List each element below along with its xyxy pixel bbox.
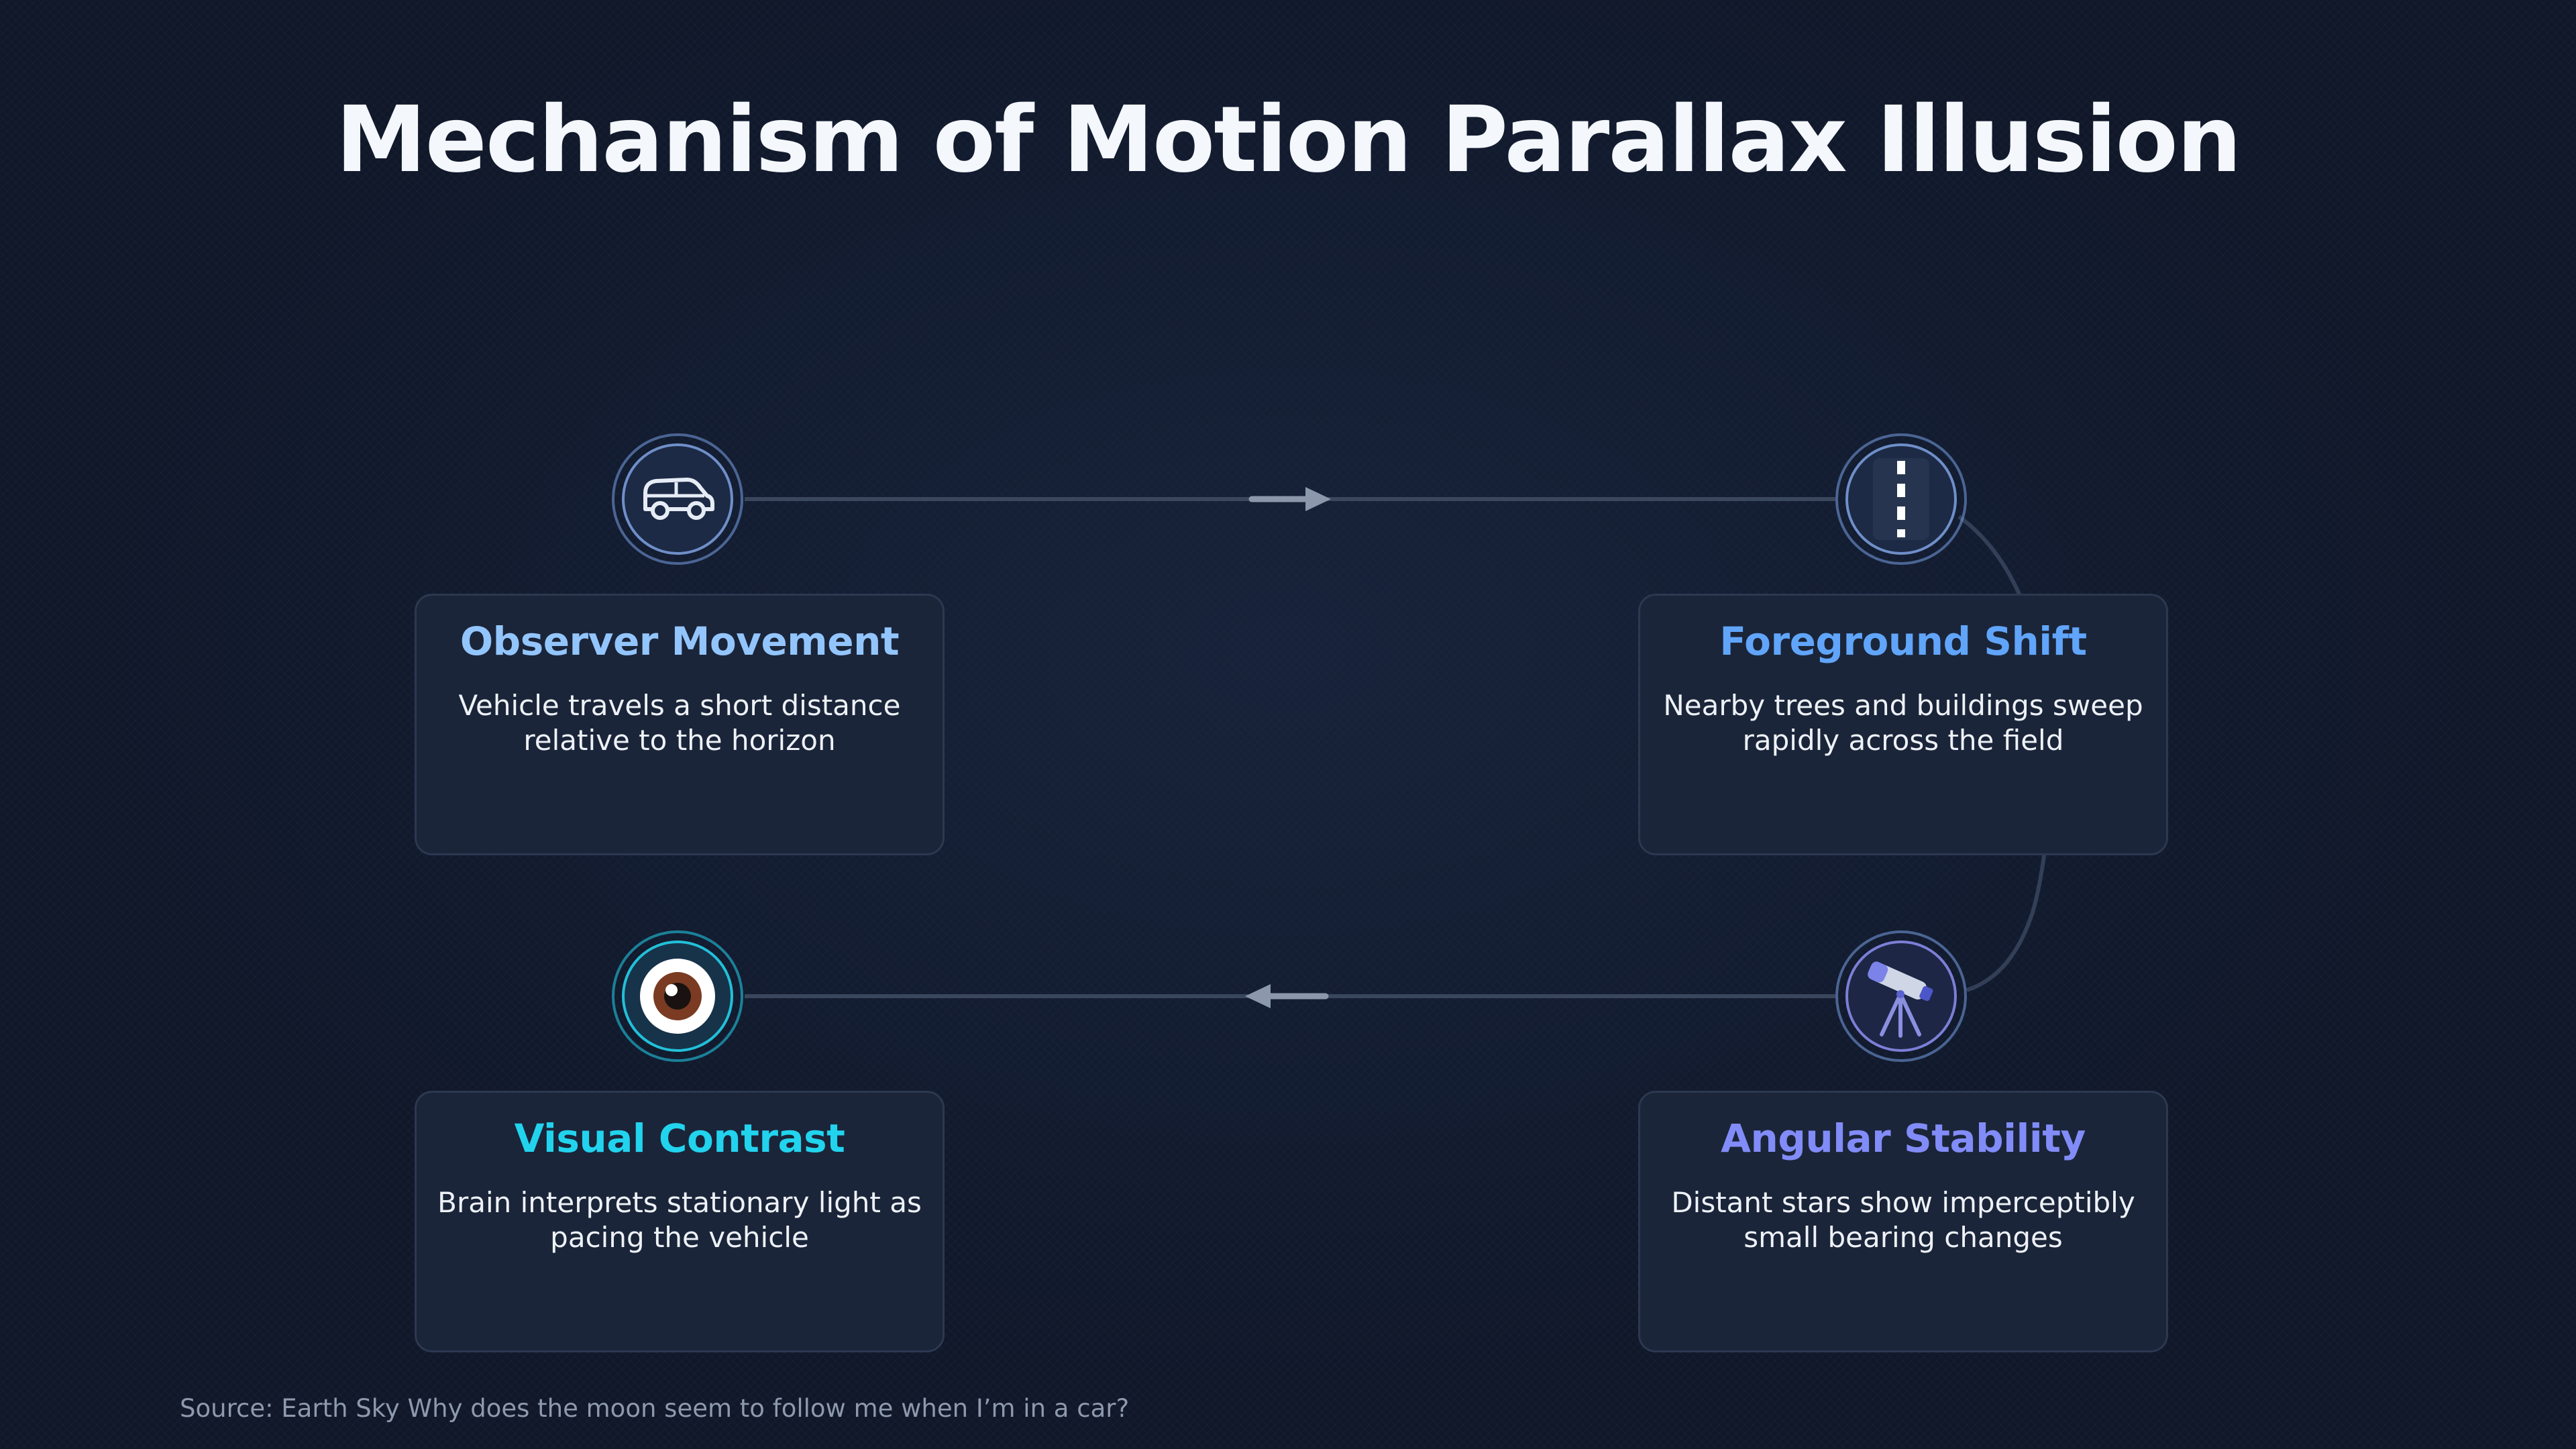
foreground-shift-node-inner [1845,443,1957,555]
card-title: Observer Movement [460,619,900,664]
card-description: Nearby trees and buildings sweep rapidly… [1663,689,2143,757]
page-title: Mechanism of Motion Parallax Illusion [335,87,2241,193]
telescope-icon [1868,961,1933,1038]
road-icon [1873,458,1929,540]
card-description: Brain interprets stationary light as pac… [437,1186,922,1254]
observer-movement-card: Observer Movement Vehicle travels a shor… [415,594,945,855]
visual-contrast-node [612,930,743,1062]
card-description: Vehicle travels a short distance relativ… [458,689,901,757]
arrow-left-icon [1245,984,1329,1008]
observer-movement-node [612,433,743,565]
angular-stability-card: Angular Stability Distant stars show imp… [1638,1091,2168,1352]
arrow-right-icon [1248,487,1331,511]
eye-icon [640,959,715,1034]
visual-contrast-card: Visual Contrast Brain interprets station… [415,1091,945,1352]
angular-stability-node [1835,930,1967,1062]
car-icon [643,478,714,520]
foreground-shift-card: Foreground Shift Nearby trees and buildi… [1638,594,2168,855]
visual-contrast-node-inner [622,941,733,1052]
card-description: Distant stars show imperceptibly small b… [1671,1186,2135,1254]
source-citation: Source: Earth Sky Why does the moon seem… [180,1394,1130,1423]
observer-movement-node-inner [622,443,733,555]
angular-stability-node-inner [1845,941,1957,1052]
card-title: Angular Stability [1721,1116,2086,1161]
card-title: Foreground Shift [1719,619,2087,664]
foreground-shift-node [1835,433,1967,565]
card-title: Visual Contrast [514,1116,845,1161]
